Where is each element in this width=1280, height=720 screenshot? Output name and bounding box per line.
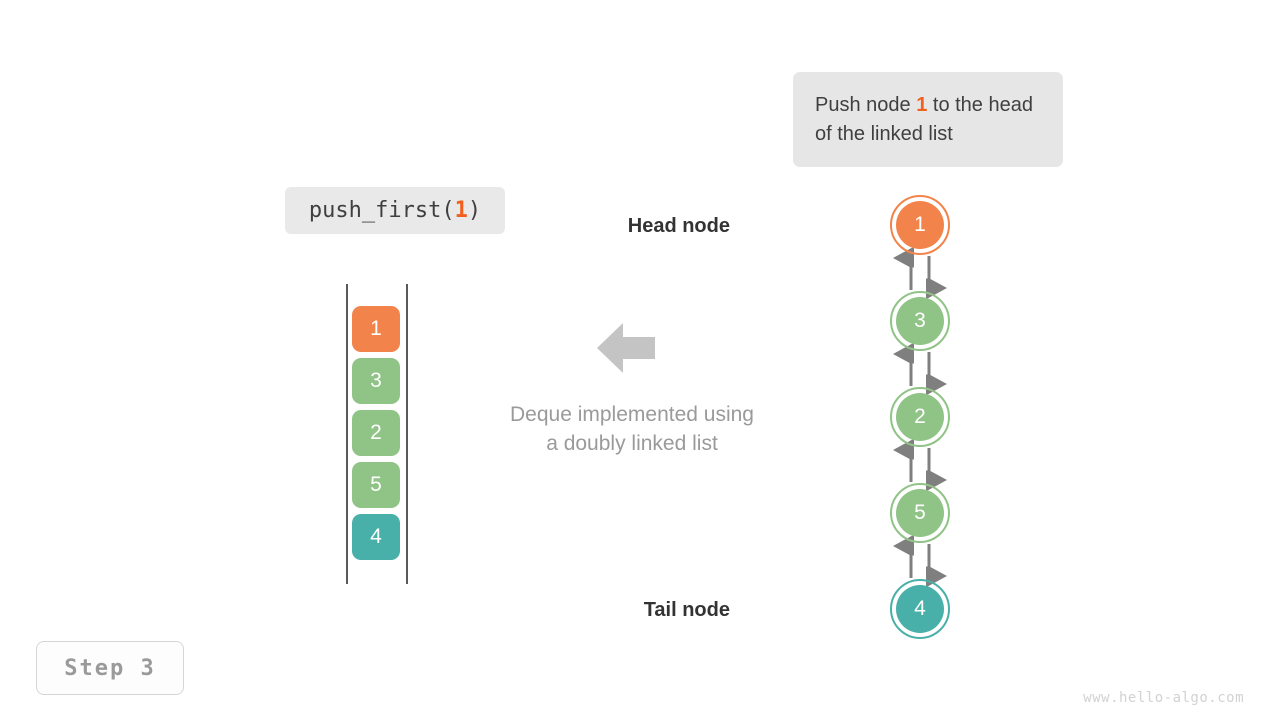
linked-list-arrows <box>740 190 1000 650</box>
array-cell-list: 1 3 2 5 4 <box>352 306 400 566</box>
linked-list-node-value: 5 <box>896 489 944 537</box>
array-cell: 3 <box>352 358 400 404</box>
array-cell-value: 5 <box>370 473 382 496</box>
operation-name: push_first( <box>308 198 455 223</box>
operation-close-paren: ) <box>467 198 482 223</box>
callout-box: Push node 1 to the head of the linked li… <box>793 72 1063 167</box>
doubly-linked-list: 1 3 2 5 4 Head node Tail node <box>628 190 1000 650</box>
deque-array-view: 1 3 2 5 4 <box>346 284 408 584</box>
left-block-arrow-icon <box>597 322 655 374</box>
step-badge: Step 3 <box>36 641 184 695</box>
callout-highlight-value: 1 <box>916 93 928 116</box>
array-cell: 4 <box>352 514 400 560</box>
linked-list-node: 1 <box>890 195 950 255</box>
callout-text: Push node 1 to the head of the linked li… <box>815 91 1041 149</box>
operation-label: push_first(1) <box>285 187 505 234</box>
tail-node-label: Tail node <box>643 599 730 621</box>
array-cell: 5 <box>352 462 400 508</box>
watermark: www.hello-algo.com <box>1083 690 1244 706</box>
callout-text-before: Push node <box>815 93 917 116</box>
linked-list-node: 2 <box>890 387 950 447</box>
linked-list-node-value: 3 <box>896 297 944 345</box>
array-cell-value: 2 <box>370 421 382 444</box>
diagram-caption: Deque implemented using a doubly linked … <box>462 400 802 458</box>
operation-argument: 1 <box>454 198 468 223</box>
linked-list-node-value: 2 <box>896 393 944 441</box>
array-rail-right <box>406 284 408 584</box>
array-cell-value: 4 <box>370 525 382 548</box>
array-rail-left <box>346 284 348 584</box>
linked-list-node: 5 <box>890 483 950 543</box>
callout-text-after: to the head of the linked list <box>815 93 1033 145</box>
caption-line-2: a doubly linked list <box>546 432 718 455</box>
linked-list-node: 3 <box>890 291 950 351</box>
array-cell-value: 1 <box>370 317 382 340</box>
head-node-label: Head node <box>627 215 730 237</box>
linked-list-node-value: 4 <box>896 585 944 633</box>
linked-list-node-value: 1 <box>896 201 944 249</box>
array-cell: 2 <box>352 410 400 456</box>
caption-line-1: Deque implemented using <box>510 403 754 426</box>
array-cell-value: 3 <box>370 369 382 392</box>
linked-list-node: 4 <box>890 579 950 639</box>
array-cell: 1 <box>352 306 400 352</box>
